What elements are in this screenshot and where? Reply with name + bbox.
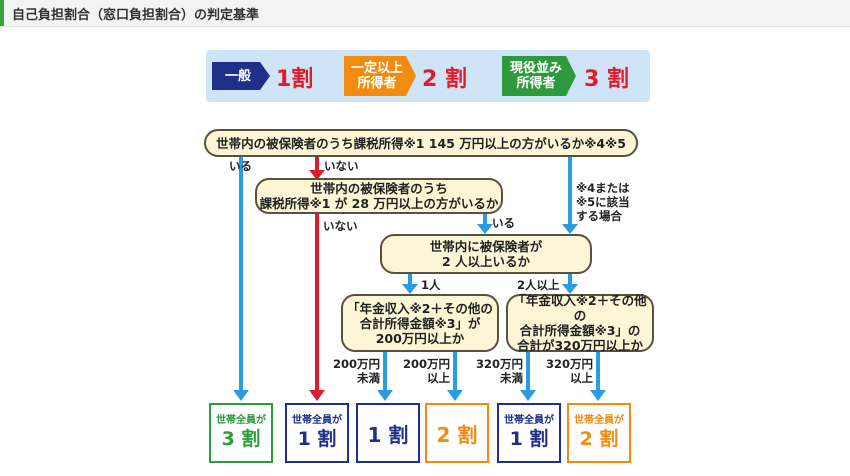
arrowhead-q4-over (447, 390, 463, 401)
result-household-1b-rate: 1 割 (509, 428, 549, 450)
question-taxable-145: 世帯内の被保険者のうち課税所得※1 145 万円以上の方がいるか※4※5 (204, 129, 638, 157)
result-individual-1-rate: 1 割 (367, 422, 409, 447)
result-individual-2: 2 割 (425, 403, 489, 463)
result-household-1b: 世帯全員が 1 割 (497, 403, 561, 463)
arrowhead-q2-yes (477, 224, 493, 234)
arrowhead-q2-no (309, 390, 325, 401)
label-over-320: 320万円 以上 (545, 357, 593, 385)
label-no-second: いない (323, 219, 358, 233)
result-household-2-caption: 世帯全員が (574, 415, 624, 426)
question-income-200: 「年金収入※2＋その他の 合計所得金額※3」が 200万円以上か (341, 294, 499, 352)
legend-rate-active-income: 3 割 (584, 67, 629, 92)
result-individual-1: 1 割 (356, 403, 420, 463)
question-taxable-28: 世帯内の被保険者のうち 課税所得※1 が 28 万円以上の方がいるか (255, 178, 503, 214)
label-two-or-more: 2人以上 (517, 278, 560, 292)
result-household-3-rate: 3 割 (221, 428, 261, 450)
title-accent (0, 0, 4, 26)
label-one-person: 1人 (421, 278, 441, 292)
arrowhead-q1-yes (233, 390, 249, 401)
label-under-320: 320万円 未満 (475, 357, 523, 385)
arrowhead-q3-two (562, 284, 578, 294)
arrowhead-q1-note (562, 224, 578, 234)
title-bar (0, 0, 850, 27)
arrowhead-q1-no (309, 170, 325, 180)
arrowhead-q3-one (402, 284, 418, 294)
legend-tag-active-income: 現役並み 所得者 (502, 56, 576, 96)
arrowhead-q5-under (520, 390, 536, 401)
legend-rate-certain-income: 2 割 (422, 67, 467, 92)
result-household-3-caption: 世帯全員が (216, 415, 266, 426)
label-yes-left: いる (229, 159, 252, 173)
result-household-2: 世帯全員が 2 割 (567, 403, 631, 463)
label-under-200: 200万円 未満 (332, 357, 380, 385)
result-household-3: 世帯全員が 3 割 (209, 403, 273, 463)
result-household-1a-caption: 世帯全員が (292, 415, 342, 426)
legend-panel: 一般 1割 一定以上 所得者 2 割 現役並み 所得者 3 割 (206, 50, 650, 102)
legend-tag-general: 一般 (212, 62, 270, 90)
result-household-2-rate: 2 割 (579, 428, 619, 450)
result-household-1a-rate: 1 割 (297, 428, 337, 450)
label-note-4-5: ※4または ※5に該当 する場合 (576, 181, 630, 223)
label-no-first: いない (324, 159, 359, 173)
question-income-320: 「年金収入※2＋その他の 合計所得金額※3」の 合計が320万円以上か (506, 293, 654, 353)
result-individual-2-rate: 2 割 (436, 422, 478, 447)
result-household-1a: 世帯全員が 1 割 (285, 403, 349, 463)
label-over-200: 200万円 以上 (402, 357, 450, 385)
arrowhead-q4-under (377, 390, 393, 401)
label-yes-second: いる (492, 216, 515, 230)
arrowhead-q5-over (590, 390, 606, 401)
legend-tag-certain-income: 一定以上 所得者 (344, 56, 416, 96)
page-title: 自己負担割合（窓口負担割合）の判定基準 (12, 8, 260, 23)
legend-rate-general: 1割 (276, 67, 314, 92)
question-two-members: 世帯内に被保険者が 2 人以上いるか (380, 234, 592, 274)
result-household-1b-caption: 世帯全員が (504, 415, 554, 426)
